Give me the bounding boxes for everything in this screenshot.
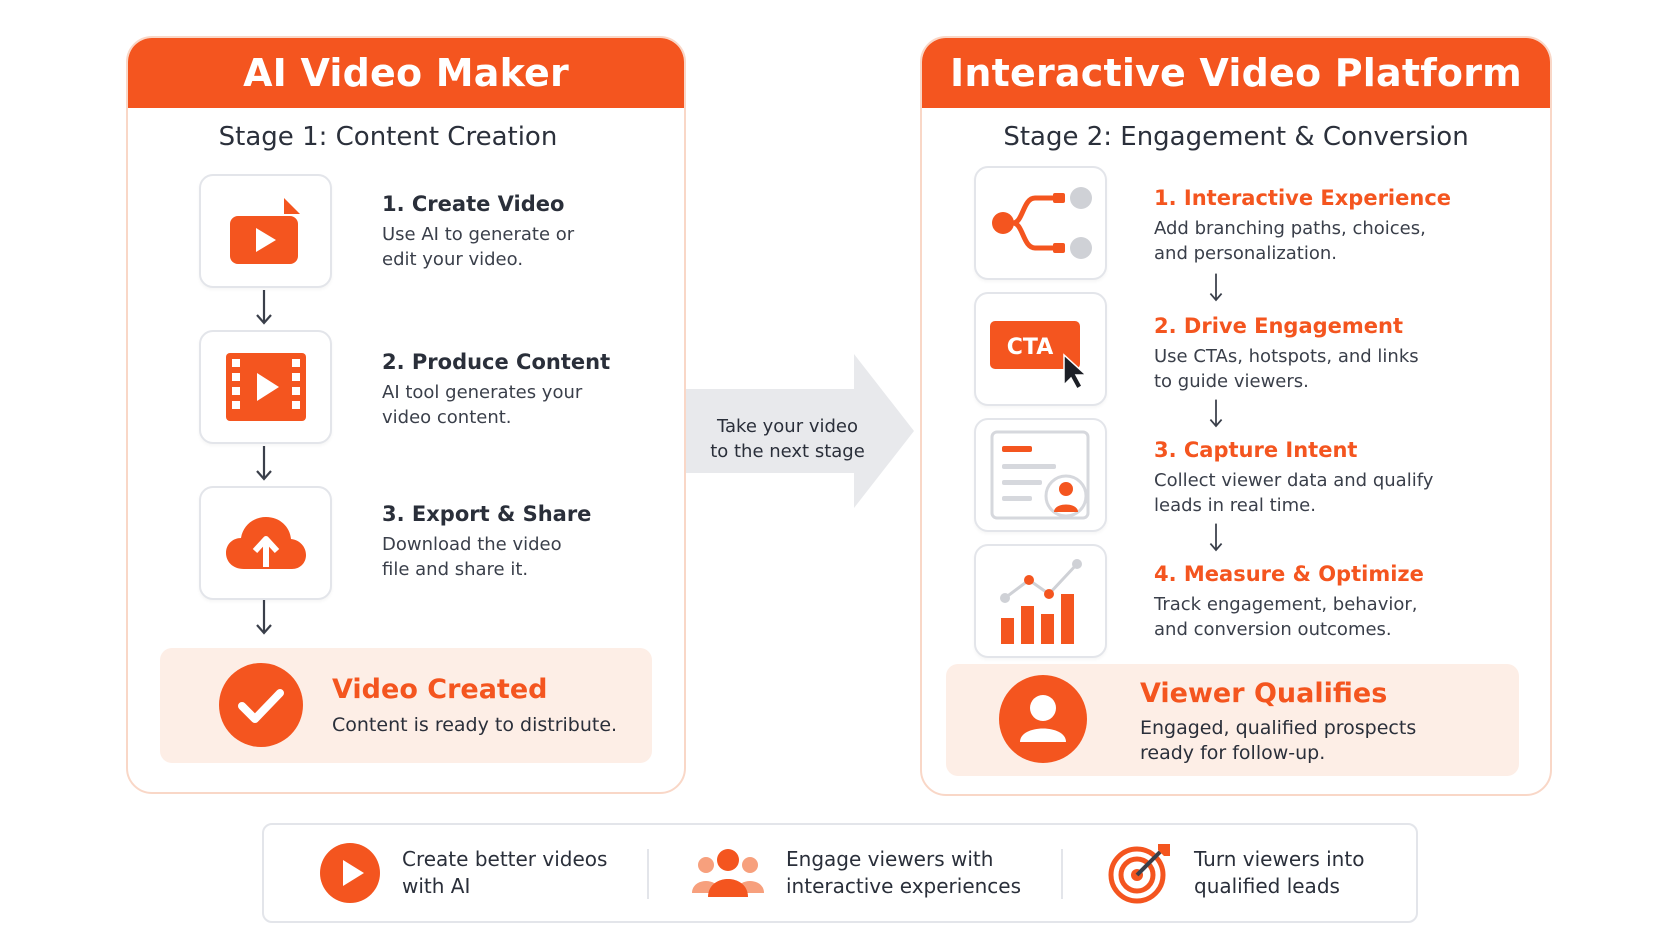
people-group-icon: [692, 849, 764, 897]
arrow-down-icon: [256, 290, 272, 325]
result-title: Viewer Qualifies: [1140, 678, 1388, 709]
cta-button-icon: CTA: [989, 321, 1088, 389]
interactive-experience-card: [974, 166, 1107, 280]
arrow-down-icon: [1209, 273, 1223, 302]
film-strip-icon: [225, 353, 306, 421]
arrow-down-icon: [256, 600, 272, 635]
branching-icon: [991, 187, 1092, 259]
stage-title: Stage 2: Engagement & Conversion: [1003, 122, 1469, 152]
benefit-item: Engage viewers with interactive experien…: [692, 825, 1021, 921]
divider: [647, 849, 649, 899]
step-title: 3. Capture Intent: [1154, 438, 1358, 462]
cta-badge: CTA: [1006, 335, 1052, 360]
arrow-down-icon: [256, 446, 272, 481]
result-desc: Engaged, qualified prospects ready for f…: [1140, 717, 1417, 764]
analytics-chart-icon: [999, 559, 1082, 644]
benefit-item: Create better videos with AI: [320, 825, 607, 921]
step-desc: Add branching paths, choices, and person…: [1154, 218, 1426, 264]
lead-form-icon: [990, 430, 1089, 520]
target-icon: [1108, 844, 1170, 904]
benefit-text: Create better videos with AI: [402, 847, 608, 898]
measure-optimize-card: [974, 544, 1107, 658]
step-title: 2. Produce Content: [382, 350, 611, 374]
export-share-card: [199, 486, 332, 600]
arrow-down-icon: [1209, 399, 1223, 428]
step-title: 1. Interactive Experience: [1154, 186, 1452, 210]
step-desc: Use AI to generate or edit your video.: [382, 224, 575, 270]
drive-engagement-card: CTA: [974, 292, 1107, 406]
stage-title: Stage 1: Content Creation: [218, 122, 558, 152]
benefits-bar: Create better videos with AI Engage view…: [262, 823, 1418, 923]
create-video-card: [199, 174, 332, 288]
cloud-upload-icon: [225, 517, 306, 569]
step-title: 1. Create Video: [382, 192, 565, 216]
checkmark-icon: [219, 663, 303, 747]
divider: [1061, 849, 1063, 899]
benefit-item: Turn viewers into qualified leads: [1108, 825, 1364, 921]
result-title: Video Created: [332, 674, 548, 705]
arrow-down-icon: [1209, 523, 1223, 552]
produce-content-card: [199, 330, 332, 444]
panel-header: AI Video Maker: [128, 38, 684, 108]
play-circle-icon: [320, 843, 380, 903]
step-desc: AI tool generates your video content.: [382, 382, 583, 428]
result-desc: Content is ready to distribute.: [332, 714, 618, 736]
step-desc: Track engagement, behavior, and conversi…: [1154, 594, 1418, 640]
step-desc: Use CTAs, hotspots, and links to guide v…: [1154, 346, 1419, 392]
benefit-text: Engage viewers with interactive experien…: [786, 847, 1022, 898]
step-title: 4. Measure & Optimize: [1154, 562, 1424, 586]
benefit-text: Turn viewers into qualified leads: [1194, 847, 1365, 898]
transition-text: Take your video to the next stage: [710, 416, 865, 462]
step-title: 2. Drive Engagement: [1154, 314, 1404, 338]
next-stage-arrow: [686, 354, 914, 508]
panel-header: Interactive Video Platform: [922, 38, 1550, 108]
capture-intent-card: [974, 418, 1107, 532]
step-desc: Collect viewer data and qualify leads in…: [1154, 470, 1434, 516]
step-desc: Download the video file and share it.: [382, 534, 562, 580]
step-title: 3. Export & Share: [382, 502, 592, 526]
user-icon: [999, 675, 1087, 763]
video-play-icon: [229, 198, 300, 264]
